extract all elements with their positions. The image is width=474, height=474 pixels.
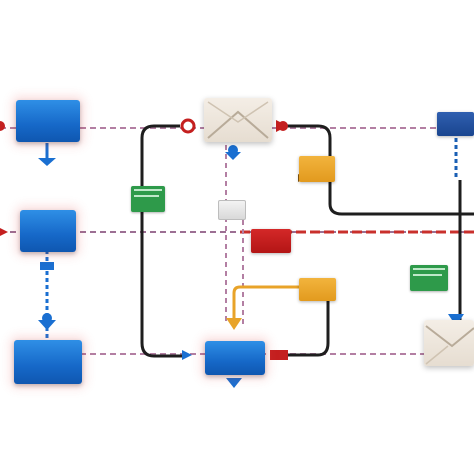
arrow-down-bottom-center — [226, 378, 242, 388]
card-text-line — [134, 189, 162, 191]
red-dot-left — [0, 121, 5, 131]
arrow-down-orange — [226, 318, 242, 330]
arrow-node-mid-left-lower — [38, 320, 56, 330]
arrow-down-envelope — [225, 152, 241, 160]
arrow-right-bottom-center — [182, 350, 192, 360]
card-text-line — [413, 274, 442, 276]
arrow-down-top-left — [38, 158, 56, 166]
black-loop-right-lower — [288, 300, 330, 357]
red-arrow-bottom-right — [270, 350, 288, 360]
connector-dot-mid-left — [42, 313, 52, 323]
envelope-bottom-right[interactable] — [424, 320, 474, 366]
red-dot-envelope-right — [278, 121, 288, 131]
black-loop-left — [140, 124, 182, 358]
green-card-left[interactable] — [131, 186, 165, 212]
envelope-icon — [207, 101, 269, 139]
red-block[interactable] — [251, 229, 291, 253]
envelope-top-center[interactable] — [204, 98, 272, 142]
process-block-mid-left[interactable] — [20, 210, 76, 252]
card-text-line — [134, 195, 159, 197]
orange-block-lower[interactable] — [299, 278, 336, 301]
process-block-bottom-center[interactable] — [205, 341, 265, 375]
envelope-icon — [425, 325, 474, 365]
arrow-node-mid-left-upper — [40, 262, 54, 270]
orange-elbow — [232, 285, 300, 318]
navy-block-top-right[interactable] — [437, 112, 474, 136]
process-block-top-left[interactable] — [16, 100, 80, 142]
red-arrow-left — [0, 228, 8, 236]
orange-block-upper[interactable] — [299, 156, 335, 182]
gray-block[interactable] — [218, 200, 246, 220]
connector-dot-envelope — [228, 145, 238, 155]
process-block-bottom-left[interactable] — [14, 340, 82, 384]
red-dot-center — [180, 118, 196, 134]
green-card-right[interactable] — [410, 265, 448, 291]
card-text-line — [413, 268, 445, 270]
